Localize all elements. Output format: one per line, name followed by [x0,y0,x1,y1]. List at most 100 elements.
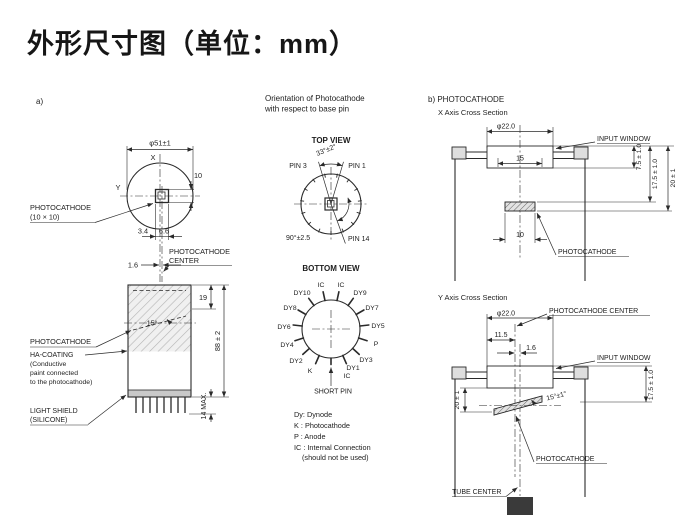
pin-label: DY4 [280,342,293,349]
pin14-direction-line [330,203,346,244]
pin1-direction-line [330,161,344,205]
pin-label: DY9 [353,290,366,297]
dim-1-6-y: 1.6 [497,345,537,356]
bottom-view-title: BOTTOM VIEW [302,264,360,273]
top-view-photocathode-square-inner [327,200,335,208]
section-b: b) PHOTOCATHODE X Axis Cross Section φ22… [428,95,677,515]
axis-y-label: Y [115,183,120,192]
section-a-label: a) [36,97,43,106]
dim-17-5-label: 17.5 ± 1.0 [652,159,659,189]
ha-coating-label-2: (Conductive [30,361,66,368]
dim-20-label: 20 ± 1 [670,168,677,187]
page-title: 外形尺寸图（单位：mm） [27,29,358,59]
dim-88: 88 ± 2 [192,285,229,398]
x-photocathode-label: PHOTOCATHODE [558,249,617,256]
pin-label: DY10 [293,290,310,297]
y-photocathode-label: PHOTOCATHODE [536,456,595,463]
photocathode-callout: PHOTOCATHODE (10 × 10) [30,203,154,223]
pin-label: IC [318,282,325,289]
photocathode-block [504,201,536,212]
dim-17-5-y: 17.5 ± 1.0 [553,365,655,403]
orientation-section: Orientation of Photocathode with respect… [264,94,385,462]
x-right-dimensions: 7.5 ± 1.0 17.5 ± 1.0 20 ± 1 [537,144,677,212]
photocathode-size-label: (10 × 10) [30,213,59,222]
y-input-window-callout: INPUT WINDOW [555,355,651,370]
base-pins [135,397,186,413]
pin-legend: Dy: Dynode K : Photocathode P : Anode IC… [294,410,371,462]
dim-19-label: 19 [199,293,207,302]
flange-tab-right [573,146,589,160]
pc-center-label-2: CENTER [169,256,199,265]
light-shield-label-1: LIGHT SHIELD [30,408,78,415]
angle-arc-90deg [337,197,352,222]
stem-block [507,497,533,515]
light-shield-label-2: (SILICONE) [30,417,67,424]
photocathode-square [154,188,170,204]
dim-20-y: 20 ± 1 [454,387,492,413]
dim-window-diameter-y: φ22.0 [497,311,515,318]
ha-coating-callout: HA-COATING (Conductive paint connected t… [30,349,128,386]
dim-1-6: 1.6 [128,261,181,270]
light-shield-band [127,389,192,398]
dim-tube-diameter: φ51±1 [149,139,171,148]
short-pin-label: SHORT PIN [314,389,352,396]
flange-tab-right-y [573,366,589,380]
pc-center-label-1: PHOTOCATHODE [169,247,230,256]
tube-center-label: TUBE CENTER [452,489,501,496]
x-input-window-callout: INPUT WINDOW [555,136,651,150]
legend-photocathode: K : Photocathode [294,421,350,430]
x-axis-cross-section: X Axis Cross Section φ22.0 [438,108,677,281]
dim-15-label: 15 [516,156,524,163]
dim-11-5-label: 11.5 [494,332,507,339]
front-view: φ51±1 X Y 10 PHOTOCATHODE [30,139,232,282]
dim-10-label: 10 [194,171,202,180]
photocathode-label: PHOTOCATHODE [30,203,91,212]
photocathode-center-callout: PHOTOCATHODE CENTER [163,247,232,272]
dim-14max-label: 14 MAX. [201,393,208,420]
pin-label: DY7 [365,305,378,312]
dim-20-y-label: 20 ± 1 [454,390,461,409]
orientation-heading-1: Orientation of Photocathode [265,94,365,103]
dim-11-5: 11.5 [487,332,515,343]
y-axis-cross-section: Y Axis Cross Section φ22.0 PHOTOCATHODE … [438,293,655,515]
pin-label: IC [344,373,351,380]
pin1-label: PIN 1 [348,163,366,170]
flange-tab-left-y [451,366,467,380]
tilted-photocathode-block [493,395,543,416]
dim-photocathode-height: 10 [169,171,202,211]
ha-coating-label-1: HA-COATING [30,352,73,359]
dim-14max: 14 MAX. [189,389,216,422]
angle-arc-33deg [319,162,343,167]
dim-15deg-y-label: 15°±1° [546,390,568,403]
x-photocathode-callout: PHOTOCATHODE [536,212,629,257]
light-shield-callout: LIGHT SHIELD (SILICONE) [30,394,127,426]
tube-center-callout: TUBE CENTER [452,487,518,497]
dim-88-label: 88 ± 2 [213,331,222,351]
dim-1-6-label: 1.6 [128,261,138,270]
dim-10-label: 10 [516,232,524,239]
orientation-heading-2: with respect to base pin [264,105,349,114]
bottom-view-pin-stubs [292,291,370,366]
dim-15deg-label: 15° [147,320,158,328]
legend-internal-connection-note: (should not be used) [302,453,369,462]
dim-17-5-y-label: 17.5 ± 1.0 [648,370,655,400]
section-a: a) φ51±1 X Y 1 [30,97,232,426]
top-view: TOP VIEW 33°±2° PIN 3 PIN 1 90°±2.5 PIN … [286,136,370,244]
pin-label: IC [338,282,345,289]
pin3-direction-line [318,161,332,205]
dim-6-6-label: 6.6 [159,227,169,236]
top-view-pin-ticks [300,173,362,235]
side-photocathode-label: PHOTOCATHODE [30,337,91,346]
x-input-window-label: INPUT WINDOW [597,136,651,143]
axis-x-label: X [150,153,155,162]
dim-3-4-label: 3.4 [138,227,148,236]
bottom-view: BOTTOM VIEW IC IC DY9 DY7 DY5 P DY3 DY1 … [277,264,384,396]
angle-arc-15deg [166,319,173,325]
y-input-window-label: INPUT WINDOW [597,355,651,362]
pin-label: DY1 [346,365,359,372]
y-pc-center-callout: PHOTOCATHODE CENTER [516,308,650,327]
input-window-block-y [486,365,554,389]
top-view-title: TOP VIEW [312,136,351,145]
dim-1-6-y-label: 1.6 [526,345,536,352]
